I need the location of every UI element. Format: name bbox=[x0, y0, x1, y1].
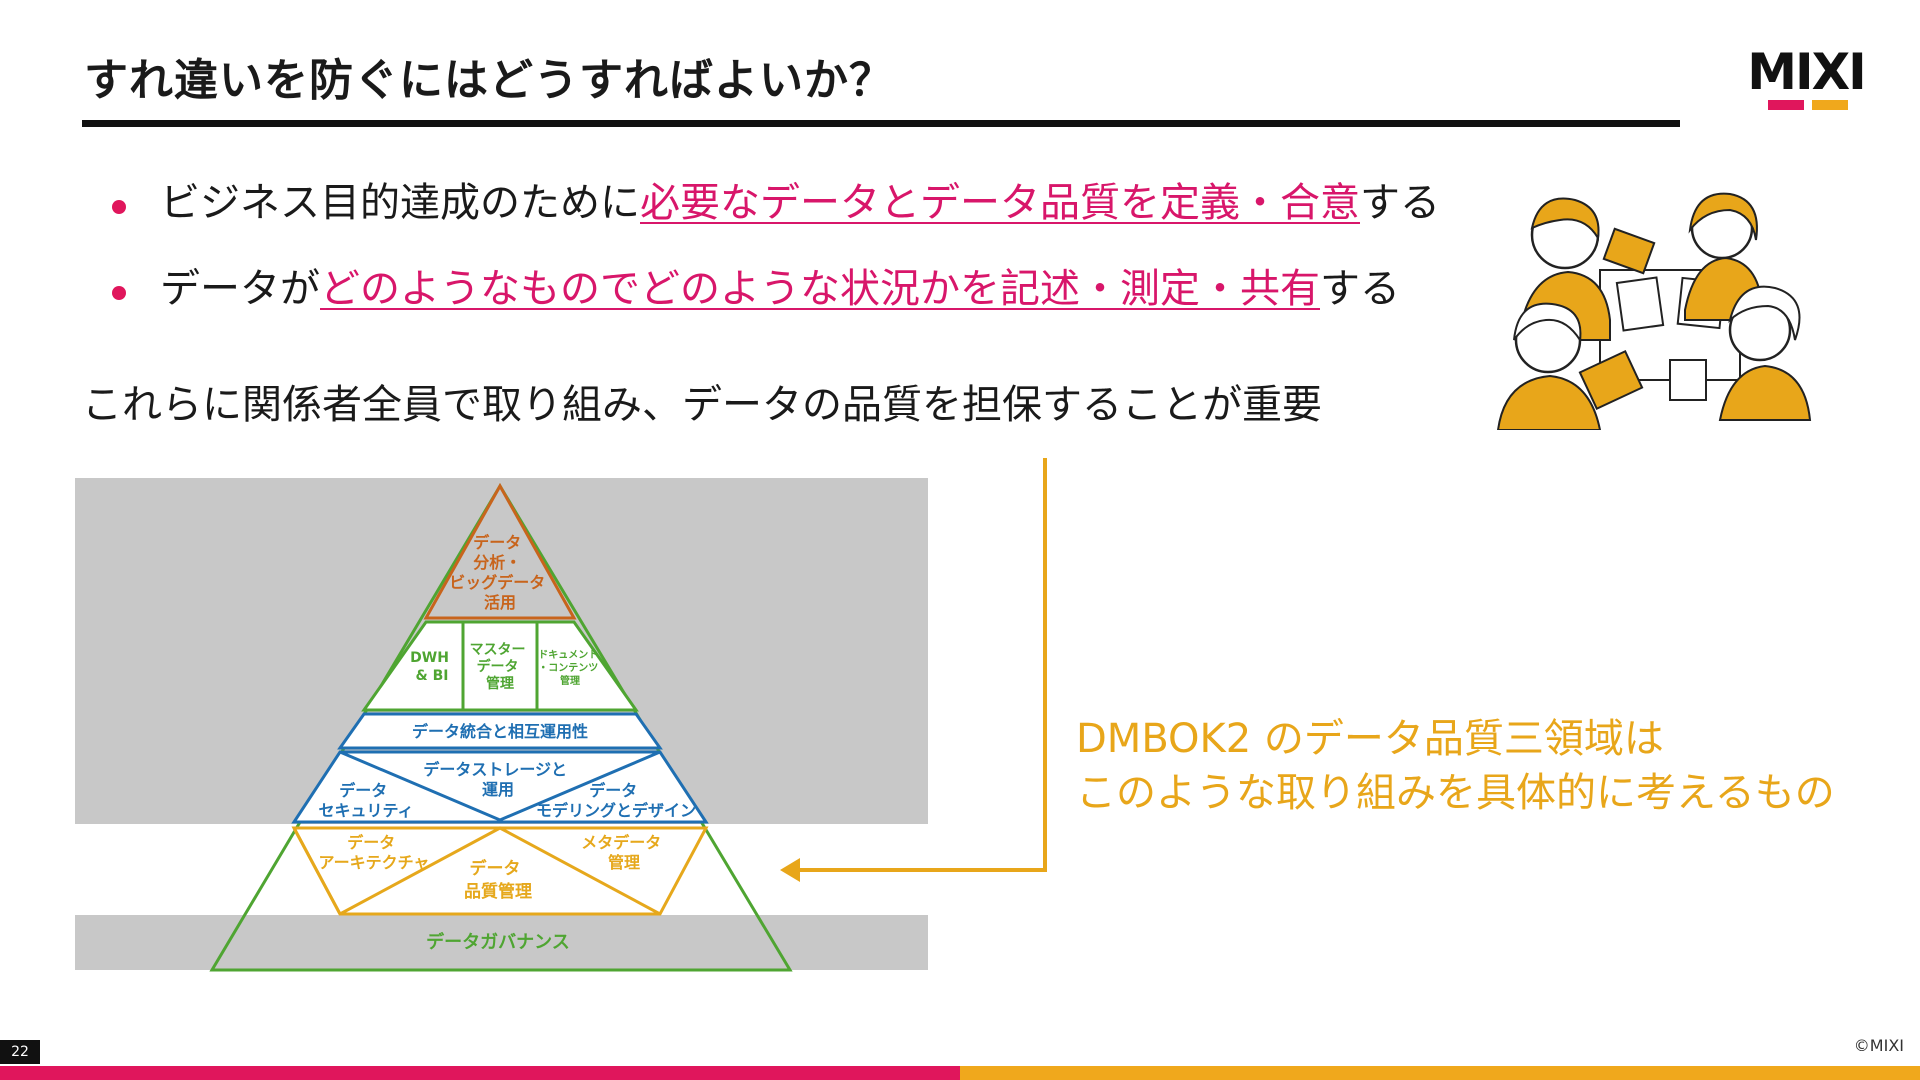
dmbok-note-line: DMBOK2 のデータ品質三領域は bbox=[1076, 716, 1664, 762]
pyramid-label: 品質管理 bbox=[464, 881, 532, 902]
pyramid-label: DWH bbox=[410, 650, 449, 666]
pyramid-label: ドキュメント bbox=[538, 649, 598, 661]
slide-title: すれ違いを防ぐにはどうすればよいか？ bbox=[84, 55, 894, 106]
governance-triangle bbox=[209, 483, 793, 972]
pyramid-label: 分析・ bbox=[473, 553, 521, 572]
team-meeting-illustration-icon bbox=[1496, 192, 1812, 430]
pyramid-label: 活用 bbox=[484, 593, 516, 612]
svg-text:ドキュメント ・コンテンツ 管理: ドキュメント ・コンテンツ 管理 bbox=[538, 649, 601, 687]
bullet-dot-icon bbox=[112, 200, 126, 214]
pyramid-label: 管理 bbox=[608, 853, 640, 872]
pyramid-label: データガバナンス bbox=[426, 931, 570, 953]
svg-text:マスター データ 管理: マスター データ 管理 bbox=[470, 642, 531, 692]
arrow-head-icon bbox=[780, 858, 800, 882]
pyramid-label: & BI bbox=[416, 668, 449, 684]
key-statement: これらに関係者全員で取り組み、データの品質を担保することが重要 bbox=[82, 382, 1322, 428]
dmbok-note: DMBOK2 のデータ品質三領域は このような取り組みを具体的に考えるもの bbox=[1076, 712, 1835, 820]
svg-text:DWH & BI: DWH & BI bbox=[410, 650, 454, 684]
analytics-tier bbox=[423, 482, 577, 620]
footer-bar-yellow bbox=[960, 1066, 1920, 1080]
pyramid-label: 管理 bbox=[560, 674, 580, 687]
pyramid-label: データ bbox=[347, 833, 395, 852]
pyramid-label: データ bbox=[589, 781, 637, 800]
svg-text:データ アーキテクチャ: データ アーキテクチャ bbox=[319, 833, 430, 872]
gray-band-top bbox=[75, 478, 928, 824]
pyramid-label: アーキテクチャ bbox=[319, 853, 430, 872]
svg-text:データ モデリングとデザイン: データ モデリングとデザイン bbox=[536, 781, 696, 820]
pyramid-label: メタデータ bbox=[581, 833, 661, 852]
bullet-text: する bbox=[1320, 266, 1400, 312]
dmbok-note-line: このような取り組みを具体的に考えるもの bbox=[1076, 770, 1835, 816]
bullet-highlight: 必要なデータとデータ品質を定義・合意 bbox=[640, 180, 1360, 226]
pyramid-label: ・コンテンツ bbox=[538, 662, 598, 674]
bullet-text: データが bbox=[160, 266, 320, 312]
bullet-dot-icon bbox=[112, 286, 126, 300]
connector-arrow bbox=[790, 458, 1047, 872]
pyramid-label: データ bbox=[473, 533, 521, 552]
pyramid-label: セキュリティ bbox=[318, 801, 413, 820]
bullet-item: ビジネス目的達成のために必要なデータとデータ品質を定義・合意する bbox=[108, 178, 1440, 228]
quality-tier bbox=[291, 826, 709, 916]
copyright: ©MIXI bbox=[1853, 1036, 1904, 1055]
bullet-item: データがどのようなものでどのような状況かを記述・測定・共有する bbox=[108, 264, 1440, 314]
mixi-logo: MIXI bbox=[1742, 43, 1870, 114]
page-number: 22 bbox=[0, 1040, 40, 1064]
svg-text:データ 品質管理: データ 品質管理 bbox=[464, 858, 532, 902]
warehouse-tier bbox=[361, 620, 639, 712]
pyramid-label: データ bbox=[339, 781, 387, 800]
bullet-list: ビジネス目的達成のために必要なデータとデータ品質を定義・合意する データがどのよ… bbox=[108, 178, 1440, 350]
svg-text:メタデータ 管理: メタデータ 管理 bbox=[581, 833, 667, 872]
pyramid-label: データストレージと bbox=[423, 760, 567, 779]
svg-text:データストレージと 運用: データストレージと 運用 bbox=[423, 760, 572, 799]
pyramid-label: モデリングとデザイン bbox=[536, 801, 696, 820]
svg-text:データ セキュリティ: データ セキュリティ bbox=[318, 781, 413, 820]
logo-bar-yellow bbox=[1812, 100, 1848, 110]
logo-text: MIXI bbox=[1747, 43, 1867, 101]
logo-bar-red bbox=[1768, 100, 1804, 110]
gray-band-bottom bbox=[75, 915, 928, 970]
footer-bar-red bbox=[0, 1066, 960, 1080]
integration-tier bbox=[337, 712, 663, 750]
bullet-text: する bbox=[1360, 180, 1440, 226]
bullet-highlight: どのようなものでどのような状況かを記述・測定・共有 bbox=[320, 266, 1320, 312]
title-underline bbox=[82, 120, 1680, 127]
bullet-text: ビジネス目的達成のために bbox=[160, 180, 640, 226]
pyramid-label: データ bbox=[470, 858, 521, 879]
pyramid-label: データ統合と相互運用性 bbox=[412, 722, 588, 741]
svg-text:データ 分析・ ビッグデータ 活用: データ 分析・ ビッグデータ 活用 bbox=[449, 533, 551, 612]
storage-tier bbox=[291, 750, 709, 824]
pyramid-label: 管理 bbox=[486, 675, 514, 692]
pyramid-label: マスター bbox=[470, 642, 526, 658]
pyramid-label: ビッグデータ bbox=[449, 573, 545, 592]
pyramid-label: データ bbox=[477, 658, 519, 675]
pyramid-label: 運用 bbox=[482, 780, 514, 799]
